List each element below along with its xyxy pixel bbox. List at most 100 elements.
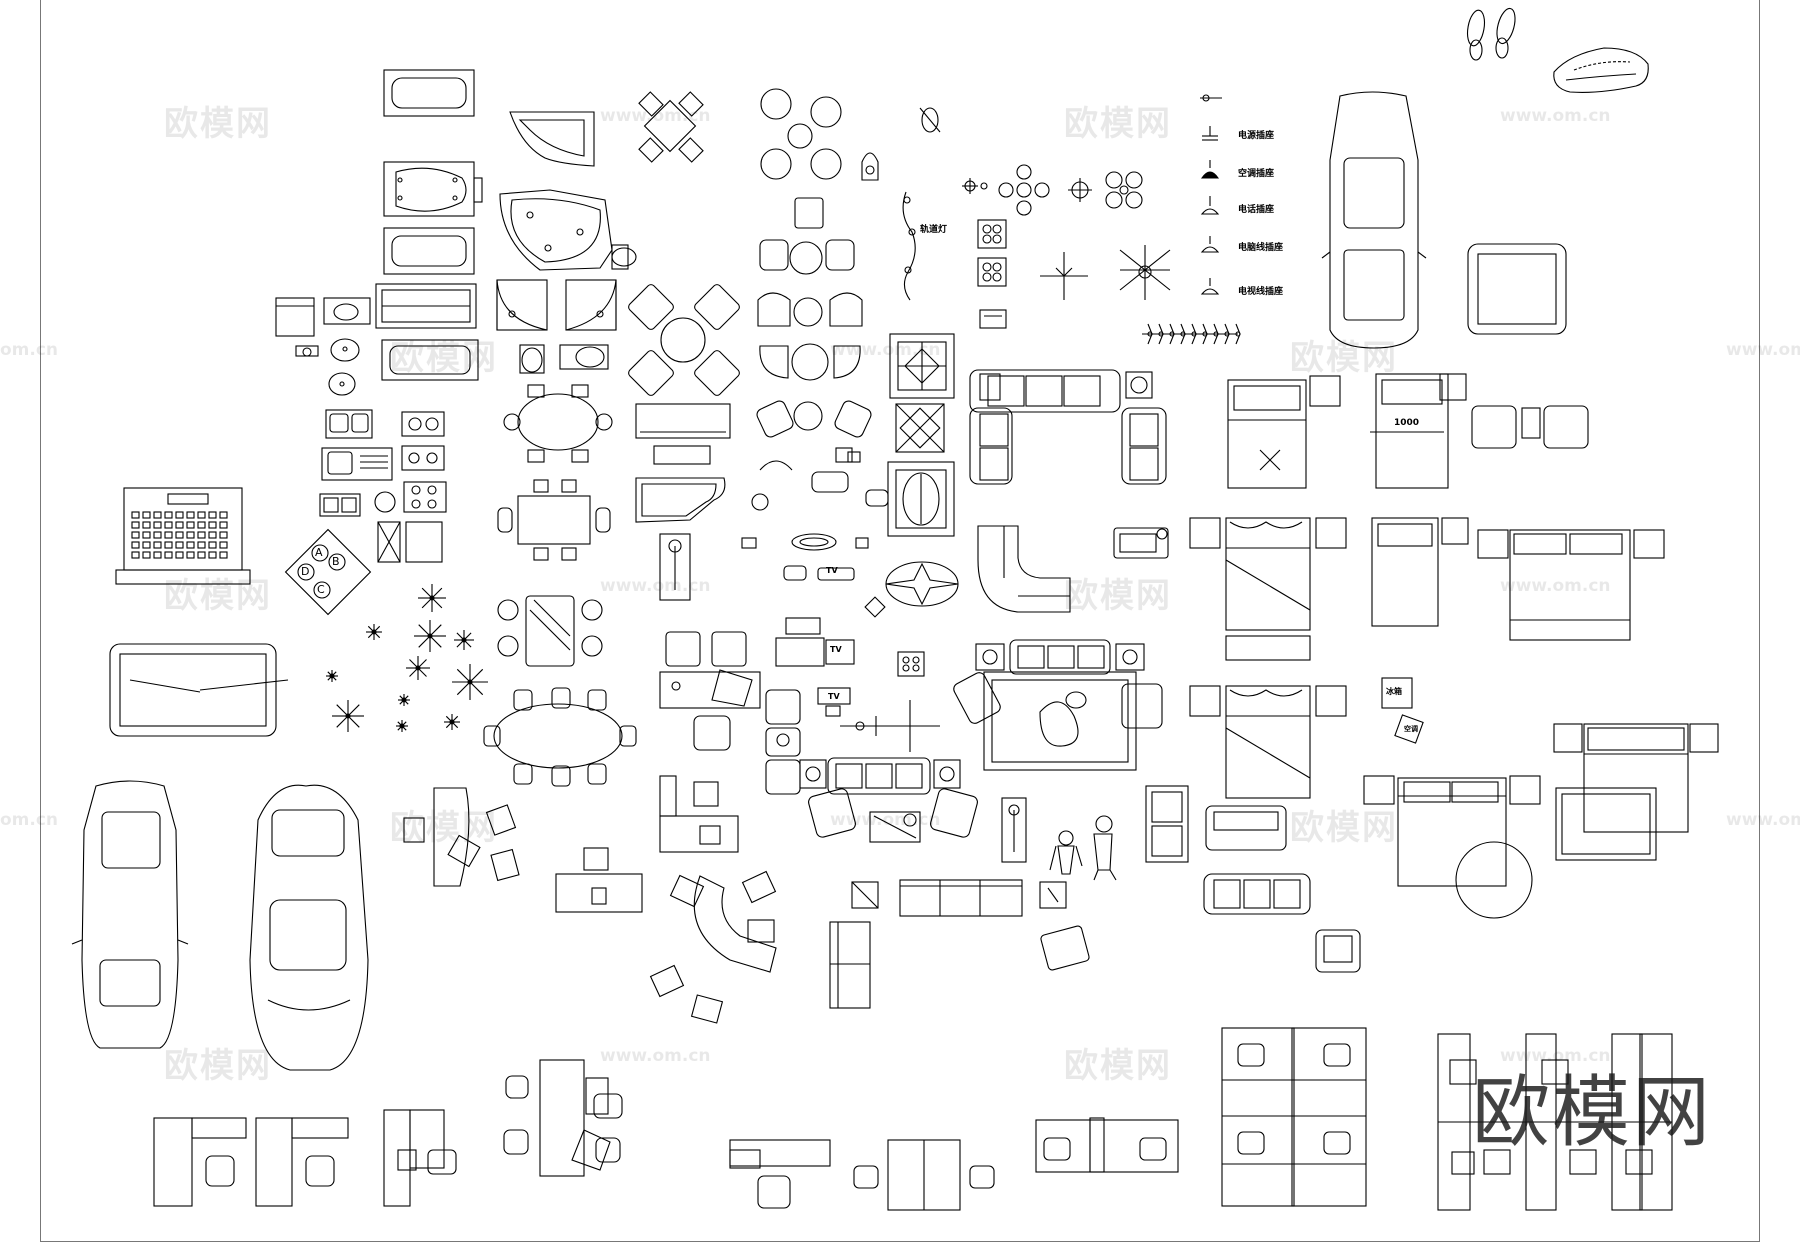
bed-double-4 [1363,775,1541,919]
bed-double-1 [1189,517,1347,661]
watermark-cn-8: 欧模网 [1290,808,1398,848]
living-set-rug [953,639,1163,771]
small-cabinets [864,596,925,677]
monitor-stand [775,617,855,717]
watermark-url-5: www.om.cn [1726,340,1800,360]
watermark-cn-2: 欧模网 [1064,104,1172,144]
bathtub-3 [383,227,475,275]
electric-strip [1142,323,1241,345]
office-desk-1 [659,669,761,709]
socket-symbols [1200,94,1222,295]
billiard-table-2 [1467,243,1567,335]
workstation-8 [1221,1027,1367,1207]
living-set-2 [799,757,978,843]
basin-2 [295,338,360,396]
sink-1 [325,409,373,439]
watermark-url-10: www.om.cn [1726,810,1800,830]
hob-2 [401,445,445,471]
label-tv-socket: 电视线插座 [1238,287,1284,297]
sign-letter-a: A [315,546,323,559]
sofa-small-1 [1205,805,1287,851]
pattern-rug-2 [895,403,945,453]
sofa-curved [977,525,1071,613]
bathtub-2 [383,161,483,217]
armchair-single [1315,929,1361,973]
sink-3 [319,491,396,517]
hob-3 [403,481,447,513]
watermark-cn-10: 欧模网 [1064,1046,1172,1086]
shower-1 [496,279,548,331]
armchair-set-2 [757,292,863,327]
bed-single-3 [1371,517,1469,627]
round-chair-tv [741,533,869,581]
workstation-7 [1035,1117,1179,1173]
corner-bath-2 [499,189,613,271]
sign-letter-c: C [317,583,325,596]
sign-letter-d: D [301,565,310,578]
lamp-fixture-1 [919,107,941,133]
round-table-4 [628,284,740,396]
watermark-cn-5: 欧模网 [164,576,272,616]
small-grid-fixtures [977,219,1007,329]
label-tv-1: TV [826,566,838,575]
star-rug [885,561,959,607]
curved-desk [649,870,777,1024]
watermark-cn-4: 欧模网 [1290,338,1398,378]
glass-table-4 [497,595,603,667]
watermark-url-12: www.om.cn [1500,1046,1611,1066]
oval-table-8 [483,687,637,787]
oval-table-6 [503,384,613,463]
upright-piano [635,403,731,465]
workstation-1 [153,1117,247,1207]
workstation-5 [729,1139,831,1209]
cabinet-tall [1145,785,1189,863]
car-3 [1321,91,1427,349]
tv-cabinet-small [751,447,889,511]
toilet-1 [519,344,545,374]
fridge-cross [377,521,443,563]
label-ac: 空调 [1404,725,1418,733]
workstation-4 [503,1059,623,1177]
bed-single-2 [1370,373,1467,489]
chair-pair-right [765,689,801,795]
label-fridge: 冰箱 [1386,687,1402,696]
sofa-small-2 [1203,873,1311,915]
basin-1 [323,297,371,325]
lamp-fixture-2 [861,152,879,181]
watermark-cn-3: 欧模网 [390,338,498,378]
rect-table-6 [497,479,611,561]
watermark-url-1: www.om.cn [600,106,711,126]
slippers [1466,7,1516,61]
watermark-url-4: www.om.cn [830,340,941,360]
watermark-url-2: www.om.cn [1500,106,1611,126]
bathtub-5 [381,339,479,381]
bathtub-4 [375,283,477,329]
watermark-cn-7: 欧模网 [390,808,498,848]
watermark-url-6: www.om.cn [600,576,711,596]
washer [275,297,315,337]
curved-desk-2 [403,787,520,887]
workstation-3 [383,1109,457,1207]
toilet-3 [611,244,637,270]
shower-2 [565,279,617,331]
armchair-set-3 [759,343,861,381]
floor-lamp-2 [1001,797,1027,863]
desk-set-2 [659,775,739,853]
coffee-table-sm [1113,527,1169,559]
armchair-set-1 [759,197,855,275]
label-tv-2: TV [830,645,842,654]
brand-logo: 欧模网 [1472,1068,1713,1158]
pattern-rug-1 [889,333,955,399]
watermark-url-9: www.om.cn [830,810,941,830]
bed-double-5 [1553,723,1719,861]
watermark-url-11: www.om.cn [600,1046,711,1066]
car-2 [249,784,369,1071]
car-1 [71,780,189,1049]
workstation-9 [1437,1033,1673,1211]
label-network-socket: 电脑线插座 [1238,243,1284,253]
watermark-url-7: www.om.cn [1500,576,1611,596]
fridge-ac-icons [1381,677,1424,744]
watermark-url-3: om.cn [0,340,59,360]
watermark-cn-1: 欧模网 [164,104,272,144]
